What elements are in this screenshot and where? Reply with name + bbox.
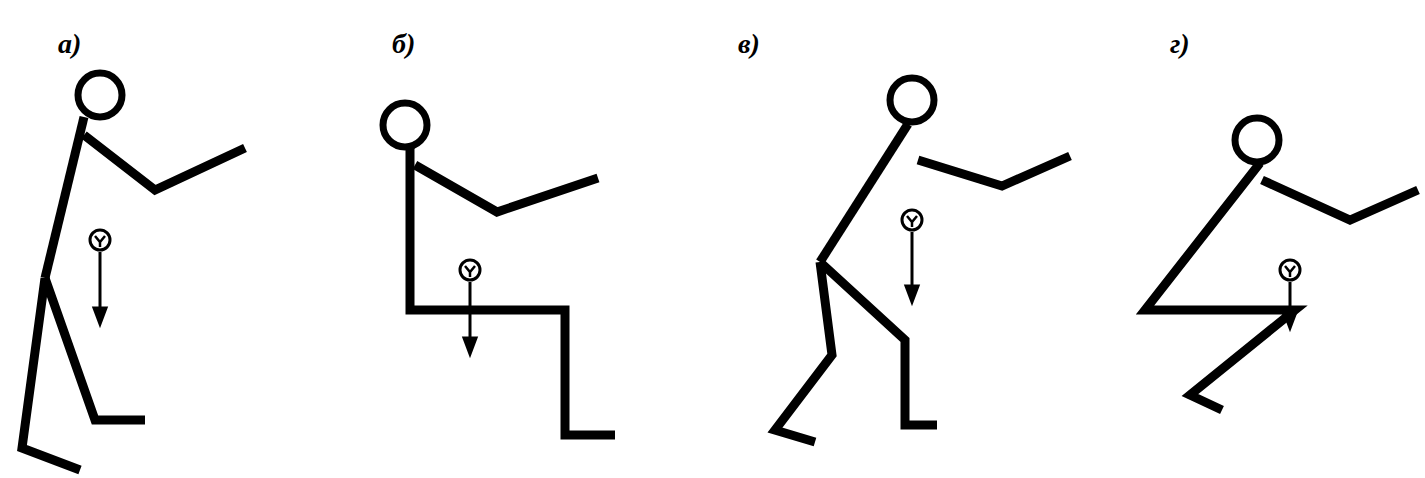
- center-of-gravity: [460, 260, 480, 280]
- center-of-gravity: [1280, 260, 1300, 280]
- squatting-figure: [1145, 118, 1418, 410]
- center-of-gravity: [902, 210, 922, 230]
- sitting-figure: [383, 103, 615, 435]
- center-of-gravity: [90, 230, 110, 250]
- figure-letter: б): [392, 30, 415, 58]
- figure-letter: в): [738, 30, 760, 58]
- stepping-figure: [775, 78, 1070, 442]
- gravity-arrows: [94, 232, 1296, 354]
- standing-figure: [22, 73, 245, 470]
- figure-letter: а): [58, 30, 81, 58]
- figure-letter: г): [1170, 30, 1190, 58]
